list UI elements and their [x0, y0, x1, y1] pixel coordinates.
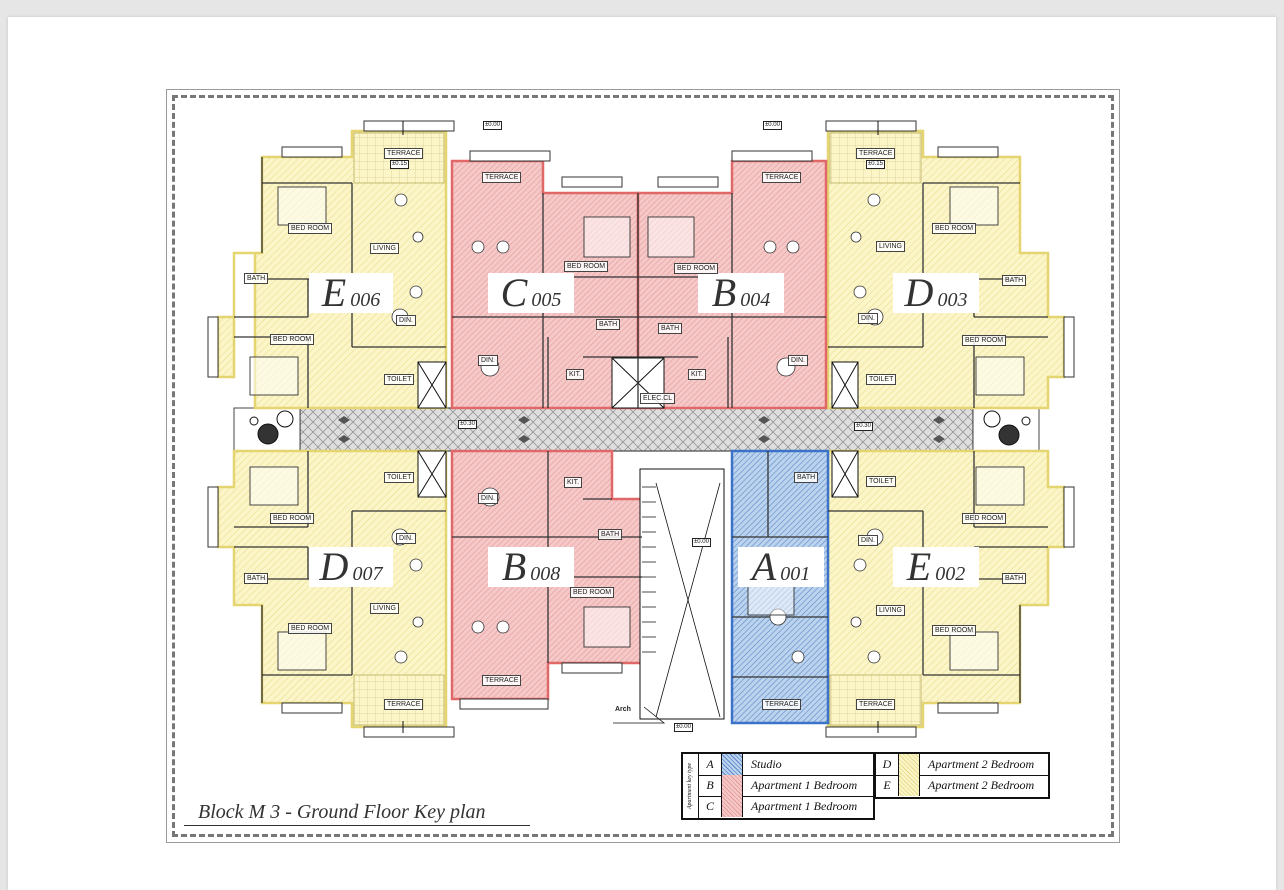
arch-label: Arch: [615, 706, 631, 713]
title-underline: [184, 825, 530, 826]
dashed-boundary: [172, 95, 1114, 837]
room-bed: BED ROOM: [932, 223, 977, 234]
room-bed: BED ROOM: [564, 261, 609, 272]
room-bed: BED ROOM: [962, 513, 1007, 524]
plan-title: Block M 3 - Ground Floor Key plan: [198, 801, 486, 823]
legend-row-a: A Studio: [699, 754, 873, 776]
room-bed: BED ROOM: [570, 587, 615, 598]
legend-swatch-blue: [722, 754, 743, 775]
room-bed: BED ROOM: [270, 513, 315, 524]
room-bath: BATH: [244, 573, 269, 584]
room-toilet: TOILET: [866, 476, 897, 487]
room-living: LIVING: [370, 603, 399, 614]
room-bath: BATH: [596, 319, 621, 330]
room-bed: BED ROOM: [932, 625, 977, 636]
room-din: DIN.: [858, 313, 878, 324]
room-terrace: TERRACE: [384, 699, 424, 710]
legend-swatch-pink: [722, 796, 743, 817]
room-terrace: TERRACE: [856, 699, 896, 710]
room-elec: ELEC.CL: [640, 393, 676, 404]
room-terrace: TERRACE: [384, 148, 424, 159]
room-kit: KIT.: [566, 369, 585, 380]
room-din: DIN.: [788, 355, 808, 366]
level-mark: ±0.00: [692, 538, 711, 547]
room-bath: BATH: [244, 273, 269, 284]
room-din: DIN.: [478, 355, 498, 366]
room-bed: BED ROOM: [674, 263, 719, 274]
legend-swatch-pink: [722, 775, 743, 796]
level-mark: ±0.15: [866, 160, 885, 169]
level-mark: ±0.00: [674, 723, 693, 732]
room-toilet: TOILET: [384, 472, 415, 483]
room-terrace: TERRACE: [762, 172, 802, 183]
legend-key-type: Apartment key type A Studio B Apartment …: [681, 752, 875, 820]
room-bath: BATH: [658, 323, 683, 334]
room-kit: KIT.: [688, 369, 707, 380]
room-bed: BED ROOM: [962, 335, 1007, 346]
legend-row-d: D Apartment 2 Bedroom: [876, 754, 1048, 776]
room-din: DIN.: [396, 533, 416, 544]
room-bath: BATH: [1002, 275, 1027, 286]
room-bath: BATH: [794, 472, 819, 483]
legend-swatch-yellow: [899, 754, 920, 775]
room-living: LIVING: [876, 605, 905, 616]
room-terrace: TERRACE: [762, 699, 802, 710]
level-mark: ±0.00: [763, 121, 782, 130]
room-toilet: TOILET: [384, 374, 415, 385]
room-bed: BED ROOM: [288, 623, 333, 634]
room-terrace: TERRACE: [482, 172, 522, 183]
legend-vertical-title: Apartment key type: [682, 754, 699, 818]
level-mark: ±0.00: [483, 121, 502, 130]
room-bath: BATH: [598, 529, 623, 540]
room-din: DIN.: [396, 315, 416, 326]
legend-row-b: B Apartment 1 Bedroom: [699, 775, 873, 797]
level-mark: ±0.15: [390, 160, 409, 169]
sheet-border: [166, 89, 1120, 843]
room-din: DIN.: [478, 493, 498, 504]
room-din: DIN.: [858, 535, 878, 546]
room-bed: BED ROOM: [288, 223, 333, 234]
room-toilet: TOILET: [866, 374, 897, 385]
legend-row-e: E Apartment 2 Bedroom: [876, 775, 1048, 796]
room-terrace: TERRACE: [482, 675, 522, 686]
level-mark: ±0.30: [854, 422, 873, 431]
room-living: LIVING: [370, 243, 399, 254]
room-bath: BATH: [1002, 573, 1027, 584]
level-mark: ±0.30: [458, 420, 477, 429]
room-terrace: TERRACE: [856, 148, 896, 159]
room-living: LIVING: [876, 241, 905, 252]
legend-swatch-yellow: [899, 775, 920, 796]
room-kit: KIT.: [564, 477, 583, 488]
legend-row-c: C Apartment 1 Bedroom: [699, 796, 873, 817]
legend-key-type-2: D Apartment 2 Bedroom E Apartment 2 Bedr…: [874, 752, 1050, 799]
room-bed: BED ROOM: [270, 334, 315, 345]
floor-plan: [207, 120, 1075, 738]
